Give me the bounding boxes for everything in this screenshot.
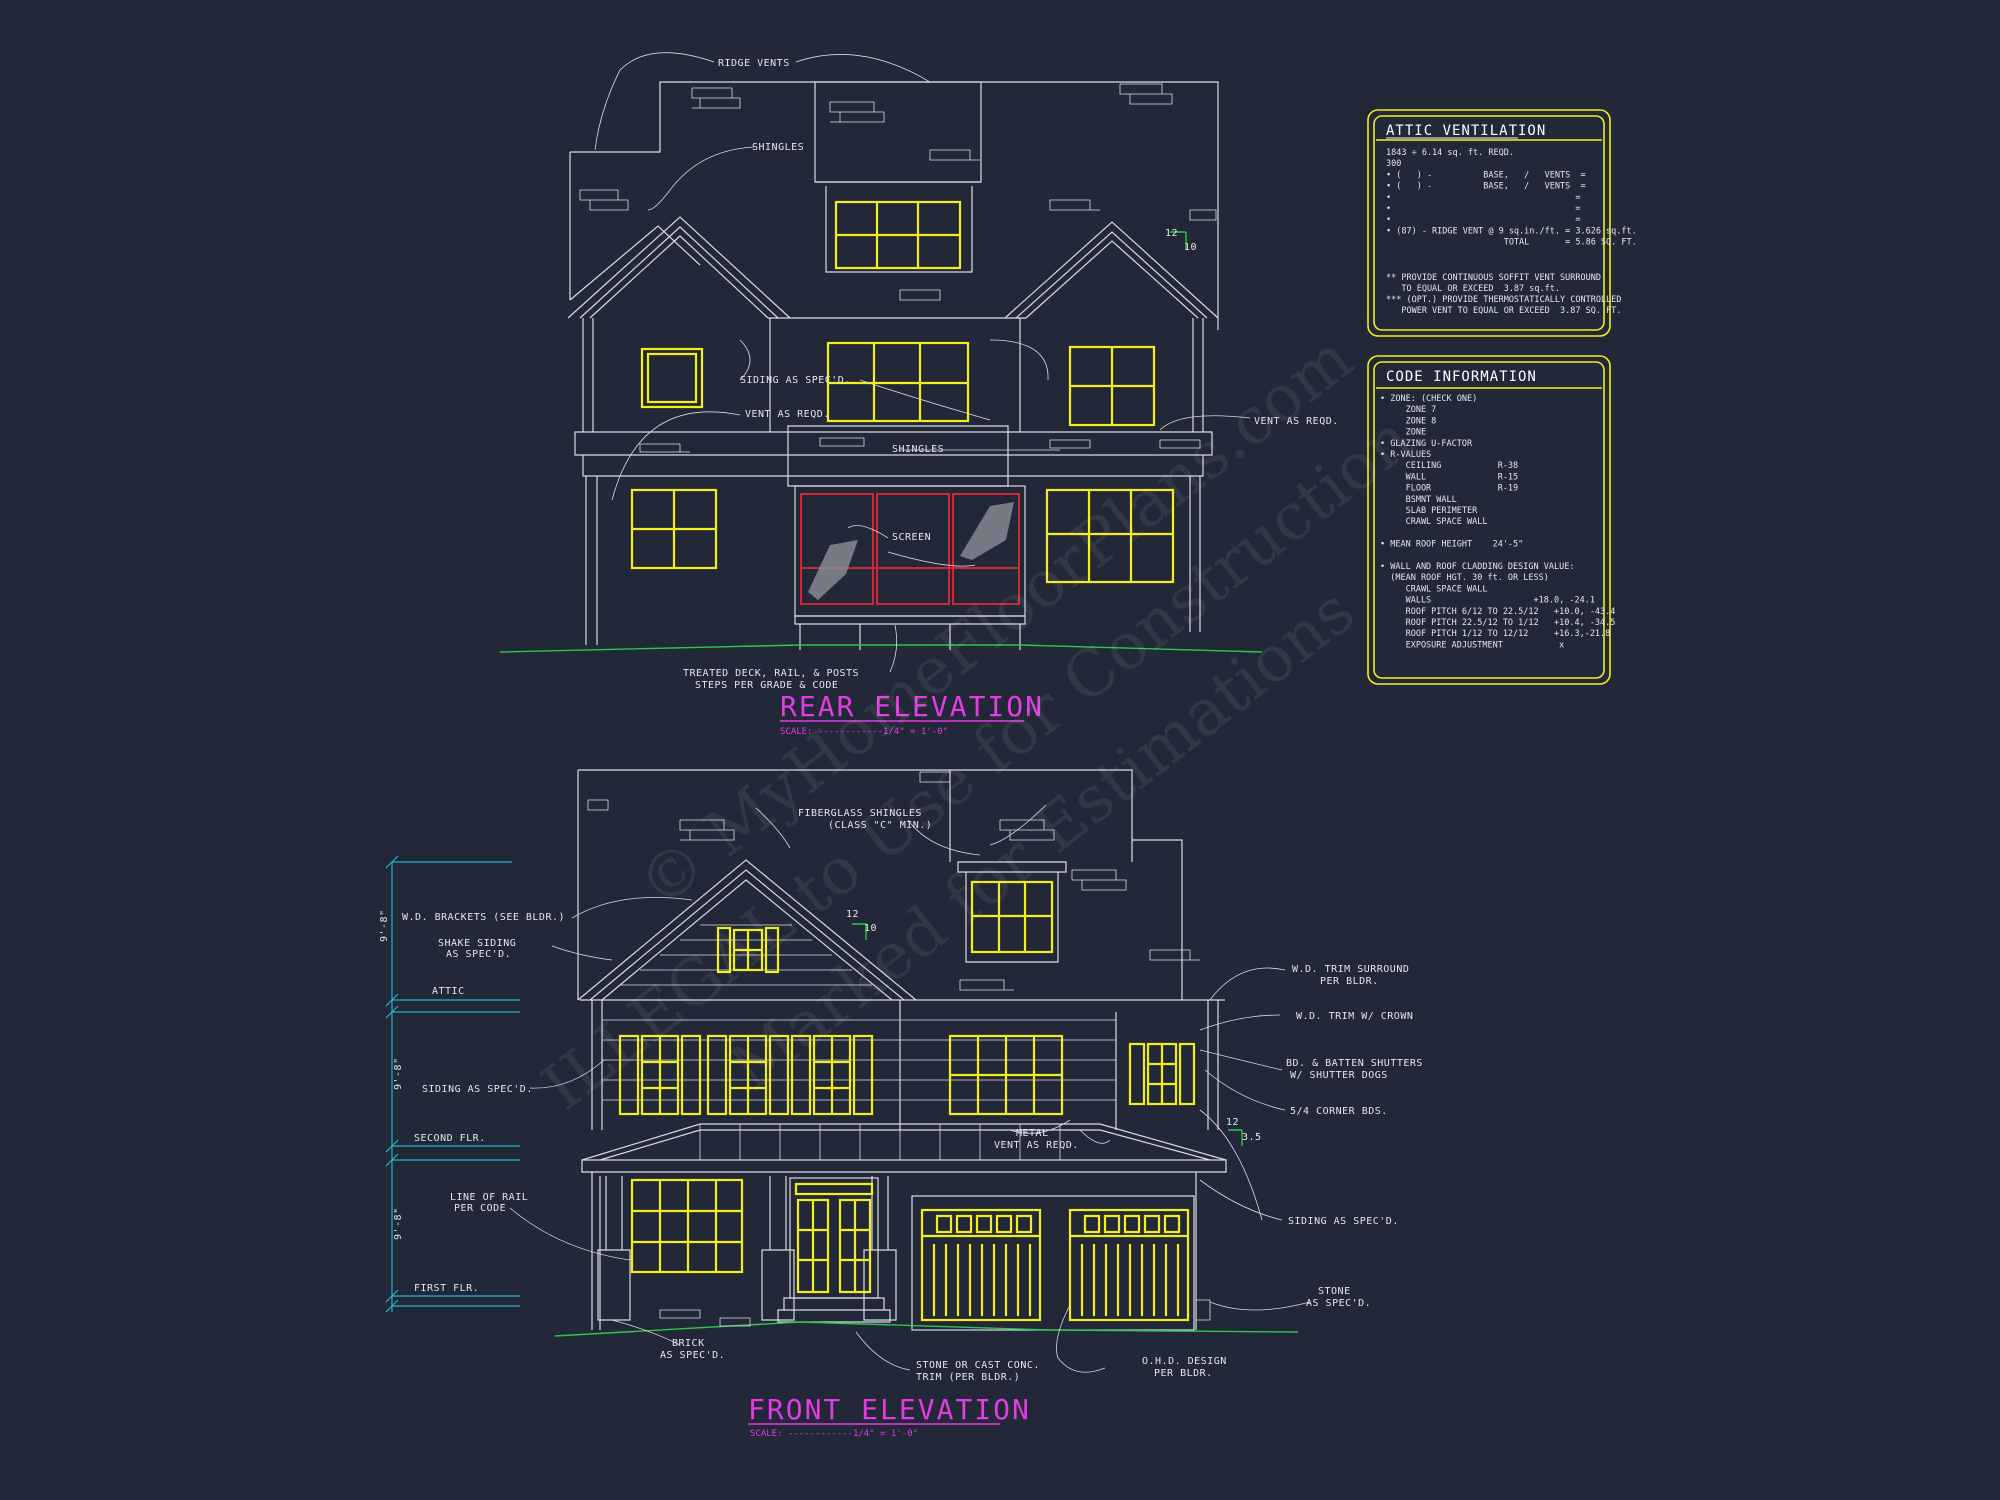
- front-dim-second: 9'-8": [393, 1057, 404, 1090]
- front-label-metal-vent: VENT AS REQD.: [994, 1140, 1079, 1151]
- front-pitch-b-run: 3.5: [1242, 1132, 1262, 1143]
- code-information-line: ZONE: [1380, 428, 1426, 438]
- rear-label-shingles: SHINGLES: [752, 142, 804, 153]
- code-information-line: (MEAN ROOF HGT. 30 ft. OR LESS): [1380, 573, 1549, 583]
- attic-ventilation-title: ATTIC VENTILATION: [1386, 123, 1546, 139]
- front-label-crown: W.D. TRIM W/ CROWN: [1296, 1011, 1413, 1022]
- front-label-shake-spec: AS SPEC'D.: [446, 949, 511, 960]
- attic-ventilation-line: • =: [1386, 215, 1580, 225]
- attic-ventilation-note: POWER VENT TO EQUAL OR EXCEED 3.87 SQ. F…: [1386, 306, 1621, 316]
- front-label-shutter-dogs: W/ SHUTTER DOGS: [1290, 1070, 1388, 1081]
- front-label-class-c: (CLASS "C" MIN.): [828, 820, 932, 831]
- front-label-shutters: BD. & BATTEN SHUTTERS: [1286, 1058, 1423, 1069]
- code-information-line: CEILING R-38: [1380, 461, 1518, 471]
- attic-ventilation-line: TOTAL = 5.86 SQ. FT.: [1386, 238, 1637, 248]
- front-label-stone-spec: AS SPEC'D.: [1306, 1298, 1371, 1309]
- code-information-line: WALL R-15: [1380, 472, 1518, 482]
- attic-ventilation-note: TO EQUAL OR EXCEED 3.87 sq.ft.: [1386, 284, 1560, 294]
- attic-ventilation-line: 1843 ÷ 6.14 sq. ft. REQD.: [1386, 148, 1514, 158]
- attic-ventilation-line: • =: [1386, 204, 1580, 214]
- front-label-trim-bldr: PER BLDR.: [1320, 976, 1379, 987]
- attic-ventilation-line: • (87) - RIDGE VENT @ 9 sq.in./ft. = 3.6…: [1386, 226, 1637, 236]
- front-label-rail: LINE OF RAIL: [450, 1192, 528, 1203]
- code-information-line: • ZONE: (CHECK ONE): [1380, 394, 1477, 404]
- code-information-line: ZONE 7: [1380, 405, 1436, 415]
- attic-ventilation-box: ATTIC VENTILATION 1843 ÷ 6.14 sq. ft. RE…: [1367, 109, 1637, 337]
- code-information-line: • MEAN ROOF HEIGHT 24'-5": [1380, 540, 1523, 550]
- attic-ventilation-notes: ** PROVIDE CONTINUOUS SOFFIT VENT SURROU…: [1386, 273, 1621, 316]
- front-label-fiberglass: FIBERGLASS SHINGLES: [798, 808, 922, 819]
- rear-label-deck: TREATED DECK, RAIL, & POSTS: [683, 668, 859, 679]
- attic-ventilation-line: • =: [1386, 193, 1580, 203]
- code-information-line: ROOF PITCH 6/12 TO 22.5/12 +10.0, -43.4: [1380, 607, 1615, 617]
- code-information-line: ROOF PITCH 1/12 TO 12/12 +16.3,-21.8: [1380, 629, 1610, 639]
- front-label-ohd-bldr: PER BLDR.: [1154, 1368, 1213, 1379]
- attic-ventilation-line: 300: [1386, 159, 1401, 169]
- code-information-lines: • ZONE: (CHECK ONE) ZONE 7 ZONE 8 ZONE• …: [1380, 394, 1615, 650]
- code-information-line: WALLS +18.0, -24.1: [1380, 596, 1595, 606]
- code-information-title: CODE INFORMATION: [1386, 369, 1537, 385]
- rear-elevation-scale: SCALE: ------------1/4" = 1'-0": [780, 727, 948, 737]
- code-information-line: • R-VALUES: [1380, 450, 1431, 460]
- code-information-line: EXPOSURE ADJUSTMENT x: [1380, 640, 1564, 650]
- front-pitch-a-rise: 12: [846, 909, 859, 920]
- front-dim-attic: 9'-8": [379, 909, 390, 942]
- rear-pitch-rise: 12: [1165, 228, 1178, 239]
- front-pitch-a-run: 10: [864, 923, 877, 934]
- rear-label-steps: STEPS PER GRADE & CODE: [695, 680, 838, 691]
- front-label-brick-spec: AS SPEC'D.: [660, 1350, 725, 1361]
- front-elevation-scale: SCALE: ------------1/4" = 1'-0": [750, 1429, 918, 1439]
- front-label-brick: BRICK: [672, 1338, 705, 1349]
- front-label-stone-trim: STONE OR CAST CONC.: [916, 1360, 1040, 1371]
- code-information-line: SLAB PERIMETER: [1380, 506, 1478, 516]
- front-label-siding-right: SIDING AS SPEC'D.: [1288, 1216, 1399, 1227]
- front-label-corner: 5/4 CORNER BDS.: [1290, 1106, 1388, 1117]
- rear-elevation-title: REAR ELEVATION: [780, 690, 1044, 723]
- front-label-rail-code: PER CODE: [454, 1203, 506, 1214]
- code-information-line: BSMNT WALL: [1380, 495, 1457, 505]
- front-label-attic: ATTIC: [432, 986, 465, 997]
- rear-pitch-run: 10: [1184, 242, 1197, 253]
- front-label-brackets: W.D. BRACKETS (SEE BLDR.): [402, 912, 565, 923]
- front-dim-first: 9'-8": [393, 1207, 404, 1240]
- watermark-line-3: Marked for Estimations: [717, 574, 1368, 1106]
- attic-ventilation-note: ** PROVIDE CONTINUOUS SOFFIT VENT SURROU…: [1386, 273, 1601, 283]
- code-information-line: CRAWL SPACE WALL: [1380, 517, 1487, 527]
- rear-label-ridge-vents: RIDGE VENTS: [718, 58, 790, 69]
- rear-label-siding: SIDING AS SPEC'D.: [740, 375, 851, 386]
- front-elevation: 12 10 12 3.5 9'-8" 9'-8" 9'-8" FIBERGLAS…: [379, 769, 1423, 1439]
- front-label-second-floor: SECOND FLR.: [414, 1133, 486, 1144]
- code-information-line: ZONE 8: [1380, 416, 1436, 426]
- front-label-siding-left: SIDING AS SPEC'D.: [422, 1084, 533, 1095]
- watermark-line-2: ILLEGAL to Use for Construction: [529, 402, 1426, 1126]
- rear-label-vent-right: VENT AS REQD.: [1254, 416, 1339, 427]
- code-information-line: • GLAZING U-FACTOR: [1380, 439, 1473, 449]
- front-label-trim-surround: W.D. TRIM SURROUND: [1292, 964, 1409, 975]
- attic-ventilation-lines: 1843 ÷ 6.14 sq. ft. REQD.300• ( ) - BASE…: [1386, 148, 1637, 248]
- rear-label-shingles-porch: SHINGLES: [892, 444, 944, 455]
- front-label-stone-trim-bldr: TRIM (PER BLDR.): [916, 1372, 1020, 1383]
- code-information-line: ROOF PITCH 22.5/12 TO 1/12 +10.4, -34.5: [1380, 618, 1615, 628]
- rear-label-vent: VENT AS REQD.: [745, 409, 830, 420]
- front-label-metal: METAL: [1016, 1128, 1049, 1139]
- attic-ventilation-line: • ( ) - BASE, / VENTS =: [1386, 170, 1586, 180]
- code-information-line: • WALL AND ROOF CLADDING DESIGN VALUE:: [1380, 562, 1574, 572]
- front-pitch-b-rise: 12: [1226, 1117, 1239, 1128]
- code-information-line: CRAWL SPACE WALL: [1380, 584, 1487, 594]
- front-label-ohd: O.H.D. DESIGN: [1142, 1356, 1227, 1367]
- front-elevation-title: FRONT ELEVATION: [748, 1393, 1031, 1426]
- code-information-box: CODE INFORMATION • ZONE: (CHECK ONE) ZON…: [1367, 355, 1615, 685]
- attic-ventilation-line: • ( ) - BASE, / VENTS =: [1386, 182, 1586, 192]
- front-label-stone: STONE: [1318, 1286, 1351, 1297]
- front-label-first-floor: FIRST FLR.: [414, 1283, 479, 1294]
- rear-label-screen: SCREEN: [892, 532, 931, 543]
- attic-ventilation-note: *** (OPT.) PROVIDE THERMOSTATICALLY CONT…: [1386, 295, 1621, 305]
- front-label-shake: SHAKE SIDING: [438, 938, 516, 949]
- code-information-line: FLOOR R-19: [1380, 484, 1518, 494]
- rear-elevation: 12 10 RIDGE VENTS SHINGLES SIDING AS SPE…: [499, 52, 1339, 737]
